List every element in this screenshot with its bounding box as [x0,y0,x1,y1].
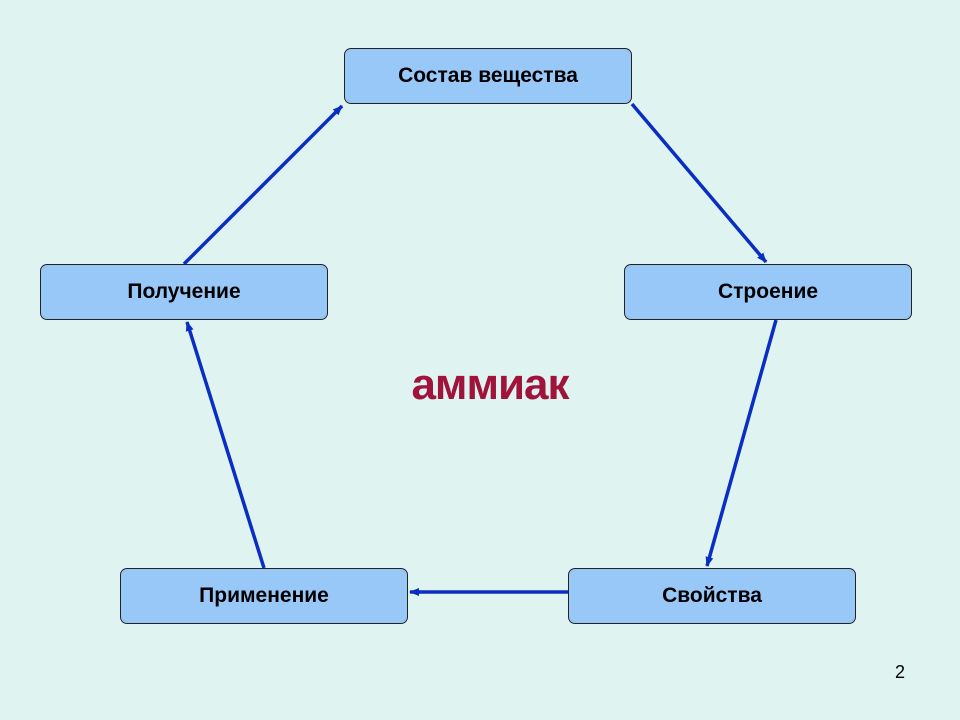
node-composition: Состав вещества [344,48,632,104]
node-properties: Свойства [568,568,856,624]
center-title: аммиак [411,360,569,409]
node-composition-label: Состав вещества [398,64,578,87]
arrow-production-to-composition [182,104,344,266]
slide-number: 2 [894,662,905,682]
node-application: Применение [120,568,408,624]
node-properties-label: Свойства [662,584,762,607]
arrow-application-to-production [185,321,266,569]
node-application-label: Применение [199,584,329,607]
node-production: Получение [40,264,328,320]
node-structure: Строение [624,264,912,320]
node-production-label: Получение [127,280,241,303]
node-structure-label: Строение [717,280,819,303]
arrow-composition-to-structure [630,102,768,264]
arrow-structure-to-properties [705,319,778,567]
